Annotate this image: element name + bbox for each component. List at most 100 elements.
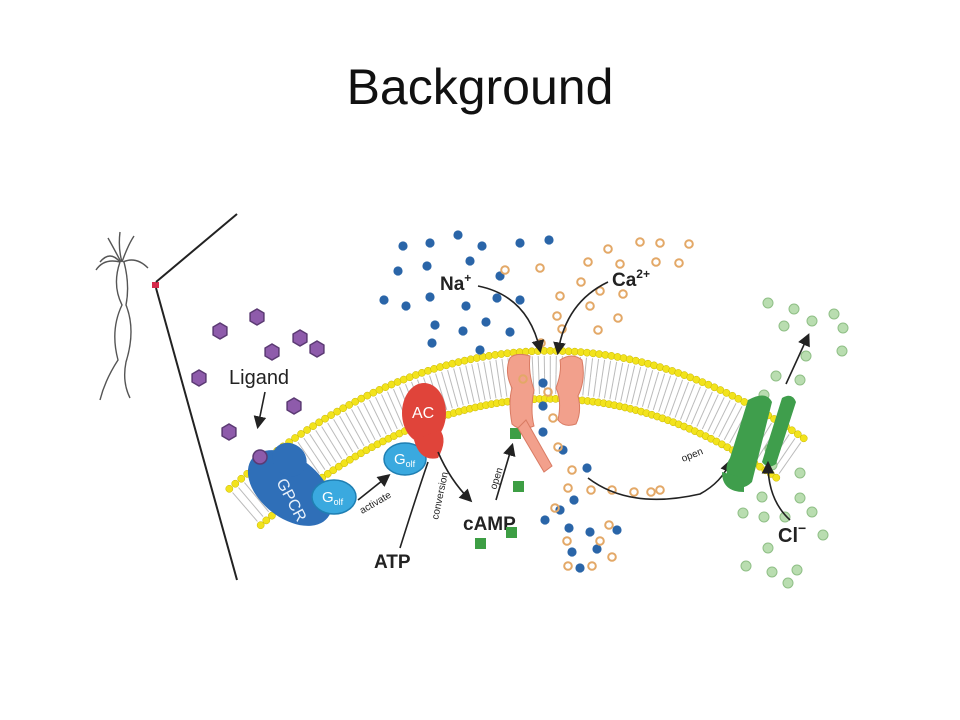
lipid-head [345,401,354,409]
ca-ion [576,277,586,287]
lipid-tail [393,388,402,407]
na-base: Na [440,274,465,295]
cl-ion [737,507,749,519]
lipid-tail [337,438,348,456]
ca-ion [674,258,684,268]
na-ion [515,238,525,248]
lipid-head [237,474,246,483]
lipid-tail [647,370,654,389]
cl-ion [794,467,806,479]
ca-ion [543,387,553,397]
zoom-marker [152,282,159,288]
lipid-head [256,521,265,530]
lipid-tail [465,365,471,385]
ca-ion [563,483,573,493]
cl-ion [794,492,806,504]
lipid-tail [489,360,494,380]
lipid-tail [612,361,618,381]
lipid-tail [256,496,270,513]
na-arrow [477,285,545,354]
lipid-tail [303,437,315,455]
lipid-tail [625,383,631,403]
na-ion [458,326,468,336]
cl-ion [791,564,803,576]
lipid-head [327,411,335,419]
lipid-tail [475,382,481,402]
lipid-tail [692,386,701,405]
cl-ion [770,370,782,382]
na-ion [612,525,622,535]
na-ion [582,463,592,473]
camp-label: cAMP [463,514,516,535]
lipid-tail [315,430,327,447]
na-ion [592,544,602,554]
na-ion [401,301,411,311]
ac-label: AC [412,405,434,422]
open-label-cl: open [680,446,705,465]
lipid-tail [319,449,331,467]
lipid-tail [321,426,333,444]
ca-arrow [553,281,609,356]
lipid-tail [345,412,356,430]
camp-molecules [475,428,524,549]
na-ion [465,256,475,266]
adenylyl-cyclase [402,383,446,443]
lipid-tail [696,409,706,427]
lipid-tail [601,359,606,379]
camp-open-arrow [495,442,516,501]
lipid-tail [375,396,385,415]
lipid-tail [658,373,666,393]
lipid-head [291,434,299,442]
lipid-tail [250,501,264,517]
ca-ion [635,237,645,247]
ca-ion [613,313,623,323]
lipid-tail [584,357,588,377]
golf-label-1: Golf [322,489,344,507]
lipid-tail [635,366,642,386]
lipid-tail [709,394,719,413]
cl-ion [782,577,794,589]
ligand-label: Ligand [229,367,289,389]
lipid-tail [680,401,688,420]
lipid-tail [394,408,404,427]
na-ion [430,320,440,330]
lipid-tail [723,422,734,441]
lipid-head [329,466,338,475]
lipid-head [357,394,366,403]
ca-ion [550,503,560,513]
lipid-head [734,394,743,403]
cl-base: Cl [778,525,798,547]
lipid-head [788,426,796,435]
lipid-tail [593,377,597,397]
na-ion [425,238,435,248]
lipid-tail [624,364,630,383]
ca-ion [629,487,639,497]
lipid-tail [388,411,398,430]
ca-ion [618,289,628,299]
ca-ion [604,520,614,530]
na-ion [515,295,525,305]
cl-ion [756,491,768,503]
lipid-tail [641,368,648,388]
ca-ion [607,552,617,562]
ca-ion [548,413,558,423]
lipid-tail [658,393,666,412]
lipid-head [297,430,305,438]
na-ion [393,266,403,276]
lipid-tail [587,377,591,397]
ca-ion [595,536,605,546]
lipid-tail [244,482,257,498]
lipid-tail [537,356,540,376]
ligand-molecule [292,329,308,347]
ca-ion [587,561,597,571]
cl-ion [836,345,848,357]
ligand-arrow [253,391,267,430]
lipid-head [309,422,317,430]
lipid-tail [704,391,713,410]
na-ion [477,241,487,251]
lipid-head [340,459,349,468]
lipid-tail [783,438,796,455]
lipid-tail [531,356,534,376]
lipid-tail [618,362,624,382]
